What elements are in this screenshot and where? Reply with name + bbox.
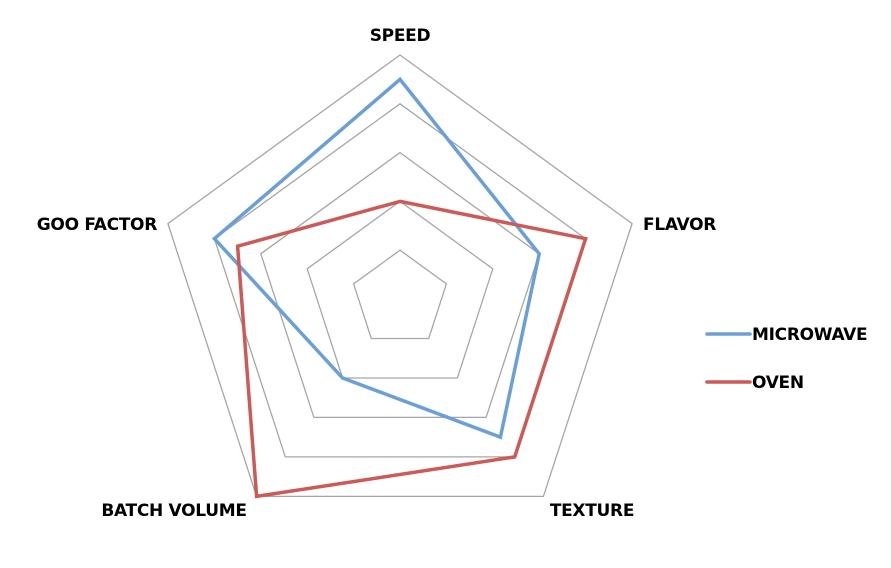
legend-label-microwave: MICROWAVE (752, 325, 867, 345)
legend-item-oven[interactable]: OVEN (705, 373, 804, 393)
grid-ring-3 (260, 151, 540, 419)
axis-label-batch-volume: BATCH VOLUME (101, 501, 246, 521)
grid-ring-5 (167, 54, 633, 498)
legend-item-microwave[interactable]: MICROWAVE (705, 325, 868, 345)
series-oven (235, 199, 588, 499)
axis-labels: SPEED FLAVOR TEXTURE BATCH VOLUME GOO FA… (37, 26, 717, 521)
grid-ring-4 (213, 102, 587, 458)
grid-ring-1 (352, 249, 448, 340)
axis-label-goo-factor: GOO FACTOR (37, 215, 157, 235)
legend-label-oven: OVEN (752, 373, 804, 393)
axis-label-texture: TEXTURE (550, 501, 634, 521)
series-microwave (211, 76, 542, 440)
grid-ring-2 (306, 200, 494, 379)
radar-series (211, 76, 588, 499)
legend: MICROWAVE OVEN (705, 325, 868, 393)
axis-label-flavor: FLAVOR (643, 215, 716, 235)
axis-label-speed: SPEED (370, 26, 431, 46)
radar-grid (167, 54, 633, 498)
